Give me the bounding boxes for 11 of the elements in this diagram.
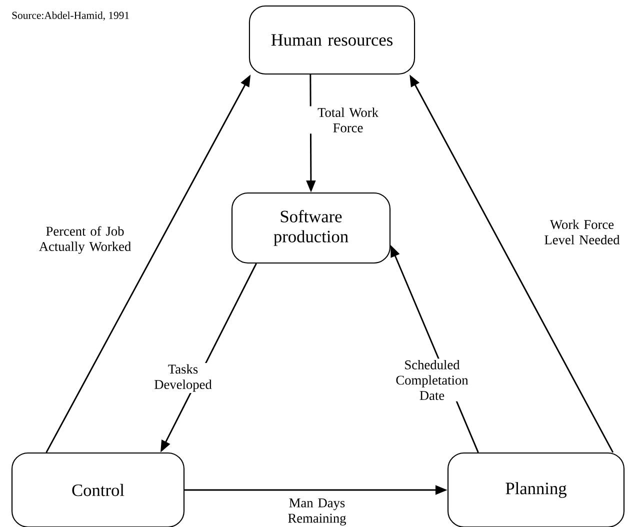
edge-label: Scheduled Completation Date [386,358,478,402]
edge-label: Percent of Job Actually Worked [31,224,139,256]
edge-label: Total Work Force [306,106,390,134]
source-note: Source:Abdel-Hamid, 1991 [12,11,129,20]
edge-label: Work Force Level Needed [533,218,631,246]
process-box: Planning [447,452,625,527]
edge-label: Tasks Developed [146,362,220,394]
process-box: Human resources [248,5,416,75]
process-box: Software production [231,192,391,264]
process-box: Control [11,452,185,527]
edge-label: Man Days Remaining [278,497,356,527]
